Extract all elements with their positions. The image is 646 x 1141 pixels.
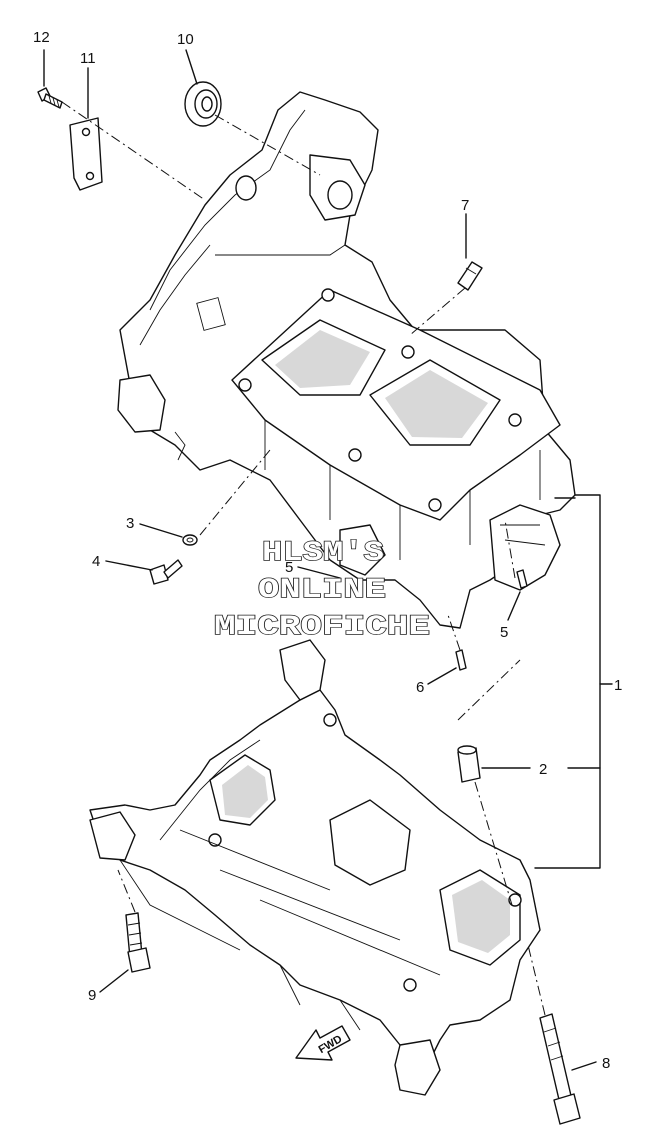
bolt-part-4 xyxy=(149,559,183,585)
callout-7: 7 xyxy=(461,197,469,214)
callout-5-left: 5 xyxy=(285,559,293,576)
upper-crankcase xyxy=(117,91,576,629)
callout-6: 6 xyxy=(416,679,424,696)
washer-part-3 xyxy=(182,534,198,546)
dowel-pin-part-7 xyxy=(457,261,483,291)
bolt-part-8 xyxy=(539,1013,581,1125)
bolt-part-12 xyxy=(37,87,63,109)
watermark: HLSM'S ONLINE MICROFICHE xyxy=(213,537,430,643)
watermark-line-1: HLSM'S xyxy=(262,538,384,569)
callout-4: 4 xyxy=(92,553,100,570)
bracket-part-11 xyxy=(69,117,103,191)
callout-11: 11 xyxy=(80,50,96,67)
callout-1: 1 xyxy=(614,677,622,694)
pin-part-6 xyxy=(455,649,467,671)
callout-3: 3 xyxy=(126,515,134,532)
callout-numbers: 12 11 10 7 3 4 5 5 6 1 2 9 8 xyxy=(33,29,622,1072)
bearing-part-10 xyxy=(184,81,222,127)
callout-12: 12 xyxy=(33,29,50,46)
leader-lines xyxy=(43,49,613,1071)
callout-9: 9 xyxy=(88,987,96,1004)
callout-8: 8 xyxy=(602,1055,610,1072)
lower-crankcase xyxy=(89,639,541,1096)
watermark-line-2: ONLINE xyxy=(258,575,386,606)
pin-part-5-right xyxy=(516,569,528,589)
fwd-arrow: FWD xyxy=(295,1025,351,1061)
callout-5-right: 5 xyxy=(500,624,508,641)
fwd-label: FWD xyxy=(317,1033,345,1056)
callout-10: 10 xyxy=(177,31,194,48)
alignment-lines xyxy=(61,101,546,1016)
knock-pin-part-2 xyxy=(457,745,481,783)
callout-2: 2 xyxy=(539,761,547,778)
watermark-line-3: MICROFICHE xyxy=(214,612,430,643)
bolt-part-9 xyxy=(125,912,151,973)
